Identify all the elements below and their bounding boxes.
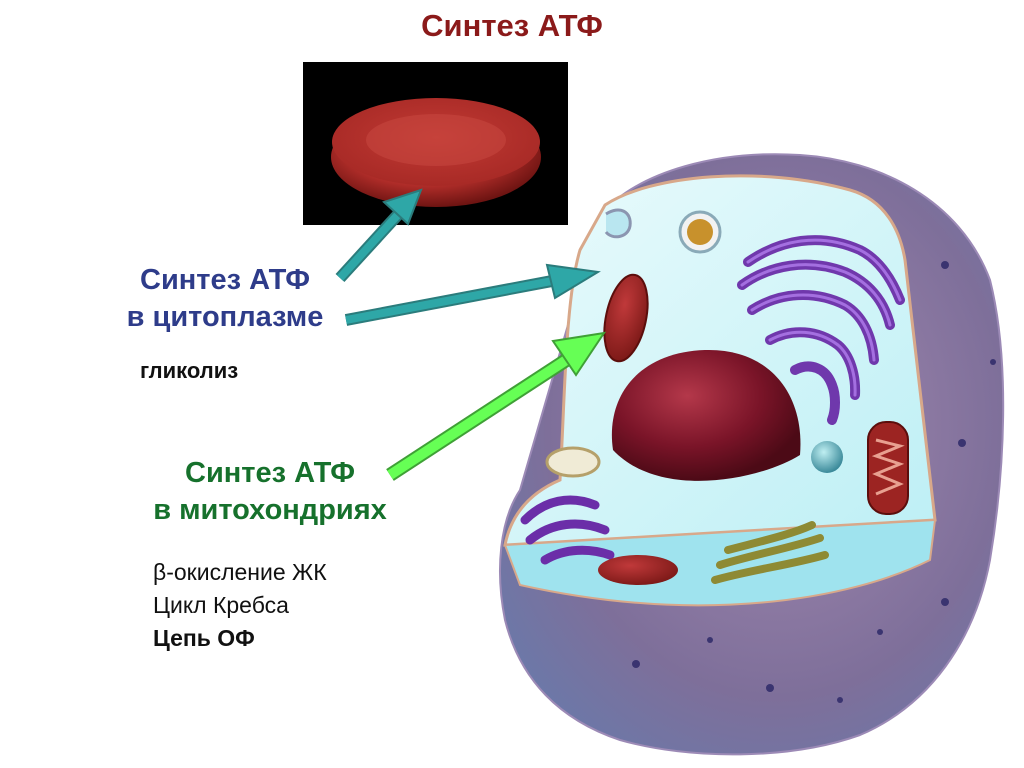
process-beta-oxidation: β-окисление ЖК	[153, 559, 327, 585]
mitochondria-line1: Синтез АТФ	[185, 457, 355, 489]
mitochondria-line2: в митохондриях	[153, 494, 387, 526]
mitochondria-process-list: β-окисление ЖК Цикл Кребса Цепь ОФ	[153, 556, 327, 655]
slide-title: Синтез АТФ	[421, 8, 603, 43]
cytoplasm-label: Синтез АТФ в цитоплазме	[90, 262, 360, 336]
cytoplasm-line2: в цитоплазме	[126, 301, 324, 333]
arrow-to-mitochondrion	[386, 331, 607, 481]
process-electron-transport-chain: Цепь ОФ	[153, 625, 255, 651]
arrow-to-cytoplasm	[344, 263, 601, 326]
cell	[499, 153, 1005, 756]
red-blood-cell-image	[303, 62, 568, 225]
cytoplasm-line1: Синтез АТФ	[140, 264, 310, 296]
process-krebs-cycle: Цикл Кребса	[153, 592, 289, 618]
arrow-to-red-blood-cell	[335, 188, 423, 283]
glycolysis-label: гликолиз	[140, 358, 239, 383]
mitochondria-label: Синтез АТФ в митохондриях	[110, 455, 430, 529]
